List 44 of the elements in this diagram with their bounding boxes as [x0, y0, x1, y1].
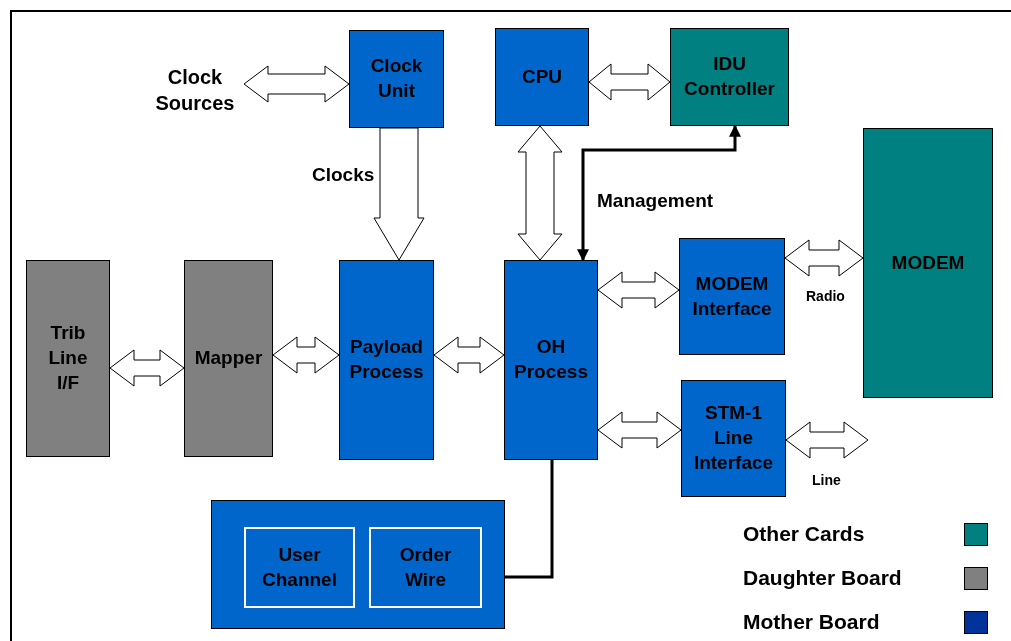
node-label: Payload Process	[348, 335, 425, 384]
edge-label: Radio	[806, 288, 845, 304]
card-box	[670, 28, 789, 126]
daughter-board-box	[184, 260, 273, 457]
card-box	[863, 128, 993, 398]
node-label: OH Process	[513, 335, 589, 384]
node-label: CPU	[521, 64, 563, 89]
legend-label: Daughter Board	[743, 566, 902, 590]
block-arrow	[588, 63, 671, 101]
block-arrow	[785, 421, 869, 459]
board-box	[679, 238, 785, 355]
node-label: IDU Controller	[683, 52, 776, 101]
block-arrow	[373, 127, 425, 261]
block-arrow	[597, 411, 682, 449]
board-box	[349, 30, 444, 128]
board-box	[495, 28, 589, 126]
legend-label: Other Cards	[743, 522, 865, 546]
block-arrow	[784, 239, 864, 277]
node-label: STM-1 Line Interface	[692, 401, 775, 475]
board-box	[339, 260, 434, 460]
inner-box	[369, 527, 482, 608]
block-arrow	[597, 271, 680, 309]
node-label: Mapper	[194, 346, 263, 371]
node-label: Order Wire	[398, 542, 453, 592]
node-label: MODEM Interface	[691, 271, 773, 321]
node-label: MODEM	[891, 250, 965, 275]
block-arrow	[109, 349, 185, 387]
connector-line	[577, 124, 741, 262]
legend-label: Mother Board	[743, 610, 880, 634]
block-arrow	[517, 125, 563, 261]
node-label: Trib Line I/F	[47, 321, 89, 395]
node-label: User Channel	[261, 542, 338, 592]
box-board-panel	[211, 500, 505, 629]
daughter-board-box	[26, 260, 110, 457]
node-label: Clock Unit	[369, 54, 424, 103]
edge-label: Line	[812, 472, 841, 488]
board-box	[681, 380, 786, 497]
block-arrow	[243, 65, 350, 103]
node-label: Clock Sources	[154, 65, 236, 116]
inner-box	[244, 527, 355, 608]
connector-line	[505, 460, 554, 579]
board-box	[504, 260, 598, 460]
block-arrow	[272, 336, 340, 374]
block-arrow	[433, 336, 505, 374]
